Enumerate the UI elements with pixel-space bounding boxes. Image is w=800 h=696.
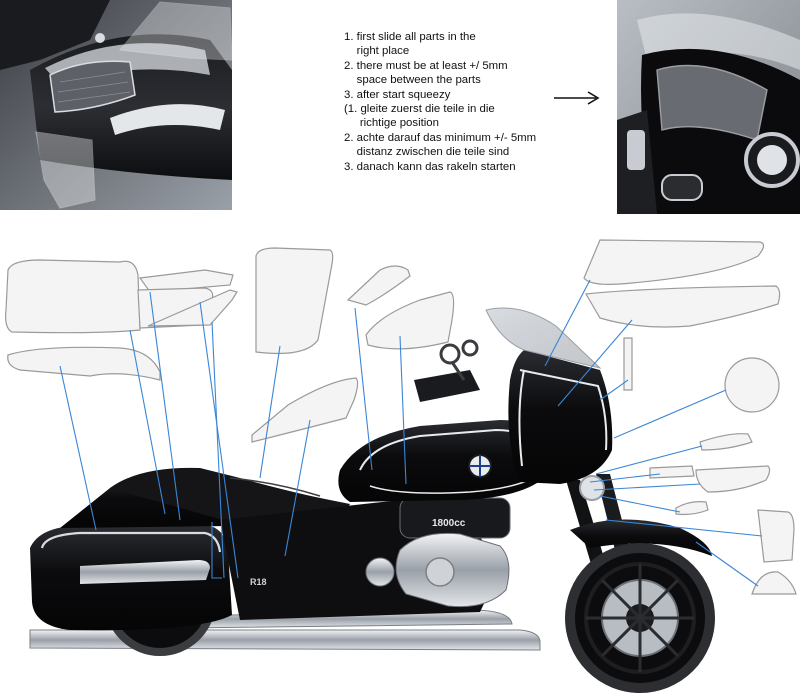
instruction-line: space between the parts	[344, 74, 481, 87]
arrow-right-icon	[554, 91, 600, 105]
film-part-fender-panel	[757, 509, 795, 563]
installation-instructions: 1. first slide all parts in the right pl…	[344, 30, 604, 174]
model-badge: R18	[250, 577, 267, 587]
instruction-line: (1. gleite zuerst die teile in die	[344, 103, 495, 116]
instruction-line: distanz zwischen die teile sind	[344, 146, 510, 159]
instruction-line: 1. first slide all parts in the	[344, 31, 476, 43]
instruction-line: richtige position	[344, 117, 439, 130]
saddlebag-photo	[0, 0, 232, 210]
instruction-line: 3. danach kann das rakeln starten	[344, 160, 516, 173]
film-parts	[5, 239, 797, 595]
leader-lines	[59, 279, 763, 587]
film-part-tank-side	[365, 291, 455, 350]
film-part-side-cover	[255, 247, 334, 355]
instruction-line: 2. there must be at least +/ 5mm	[344, 59, 508, 72]
engine-badge: 1800cc	[432, 518, 466, 529]
film-part-fork-small	[699, 433, 753, 451]
film-part-tank-upper	[346, 265, 411, 306]
film-part-fairing-strip	[623, 337, 633, 391]
film-part-saddlebag-lid	[5, 259, 141, 334]
film-part-bag-lower	[7, 346, 161, 381]
film-part-fairing-top	[583, 239, 765, 285]
film-part-bag-strip	[147, 289, 238, 327]
instruction-line: 2. achte darauf das minimum +/- 5mm	[344, 131, 537, 144]
application-diagram: 1800cc R18	[5, 239, 797, 693]
film-part-headlight-round	[724, 357, 780, 413]
film-part-frame-cover	[251, 377, 359, 443]
film-part-fork-clip	[649, 465, 695, 479]
instruction-line: right place	[344, 45, 410, 58]
instruction-line: 3. after start squeezy	[344, 88, 451, 101]
film-part-fender-arc	[751, 571, 797, 595]
fairing-photo	[617, 0, 800, 214]
film-part-fairing-band	[585, 285, 781, 328]
film-part-fork-tiny	[675, 501, 709, 516]
film-part-fork-leg	[695, 465, 771, 493]
motorcycle: 1800cc R18	[29, 307, 715, 693]
